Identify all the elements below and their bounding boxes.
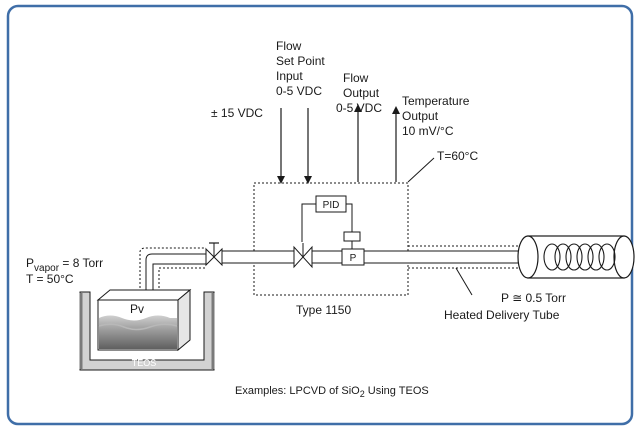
power-supply-label: ± 15 VDC [211,106,263,120]
temperature-setting-label: T=60°C [437,149,478,163]
teos-reservoir [96,288,192,352]
teos-label: TEOS [132,358,157,368]
flow-output-label: Flow Output 0-5 VDC [336,71,382,115]
source-riser-jacket [139,247,206,300]
pid-label: PID [323,200,340,211]
sensor-head [343,231,361,242]
diagram-frame [6,4,634,426]
pid-to-valve-line [301,203,316,242]
heated-tube-leader-line [455,267,473,296]
coil-chamber [517,235,635,279]
pressure-sensor [341,248,365,266]
type-1150-housing [253,182,409,296]
caption: Examples: LPCVD of SiO2 Using TEOS [235,385,429,399]
delivery-pressure-label: P ≅ 0.5 Torr [501,291,566,305]
flow-setpoint-label: Flow Set Point Input 0-5 VDC [276,39,328,98]
delivery-line-upstream [221,250,295,264]
pressure-sensor-label: P [350,253,357,264]
heated-delivery-tube-label: Heated Delivery Tube [444,308,560,322]
source-riser-pipe [145,253,206,300]
heater-bath [79,291,215,371]
type-1150-label: Type 1150 [296,303,351,317]
sensor-to-pid-line [346,203,353,232]
temperature-leader-line [407,157,435,183]
vapor-pressure-label: Pvapor = 8 Torr [26,256,103,274]
source-temperature-label: T = 50°C [26,272,74,286]
pv-label: Pv [130,302,144,316]
temperature-output-label: Temperature Output 10 mV/°C [402,94,473,138]
